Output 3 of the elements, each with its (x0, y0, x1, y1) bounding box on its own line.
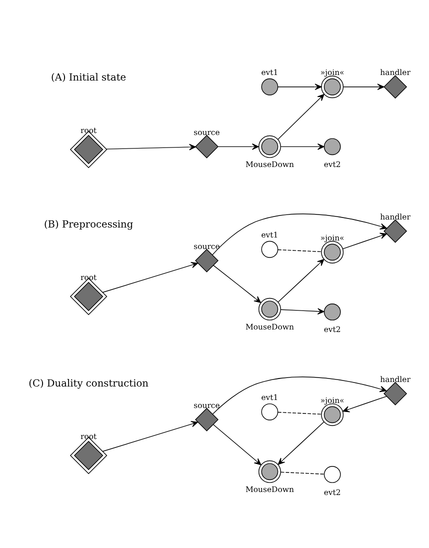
label: (C) Duality construction (28, 378, 149, 390)
label: (A) Initial state (51, 72, 126, 84)
label: (B) Preprocessing (44, 219, 134, 230)
